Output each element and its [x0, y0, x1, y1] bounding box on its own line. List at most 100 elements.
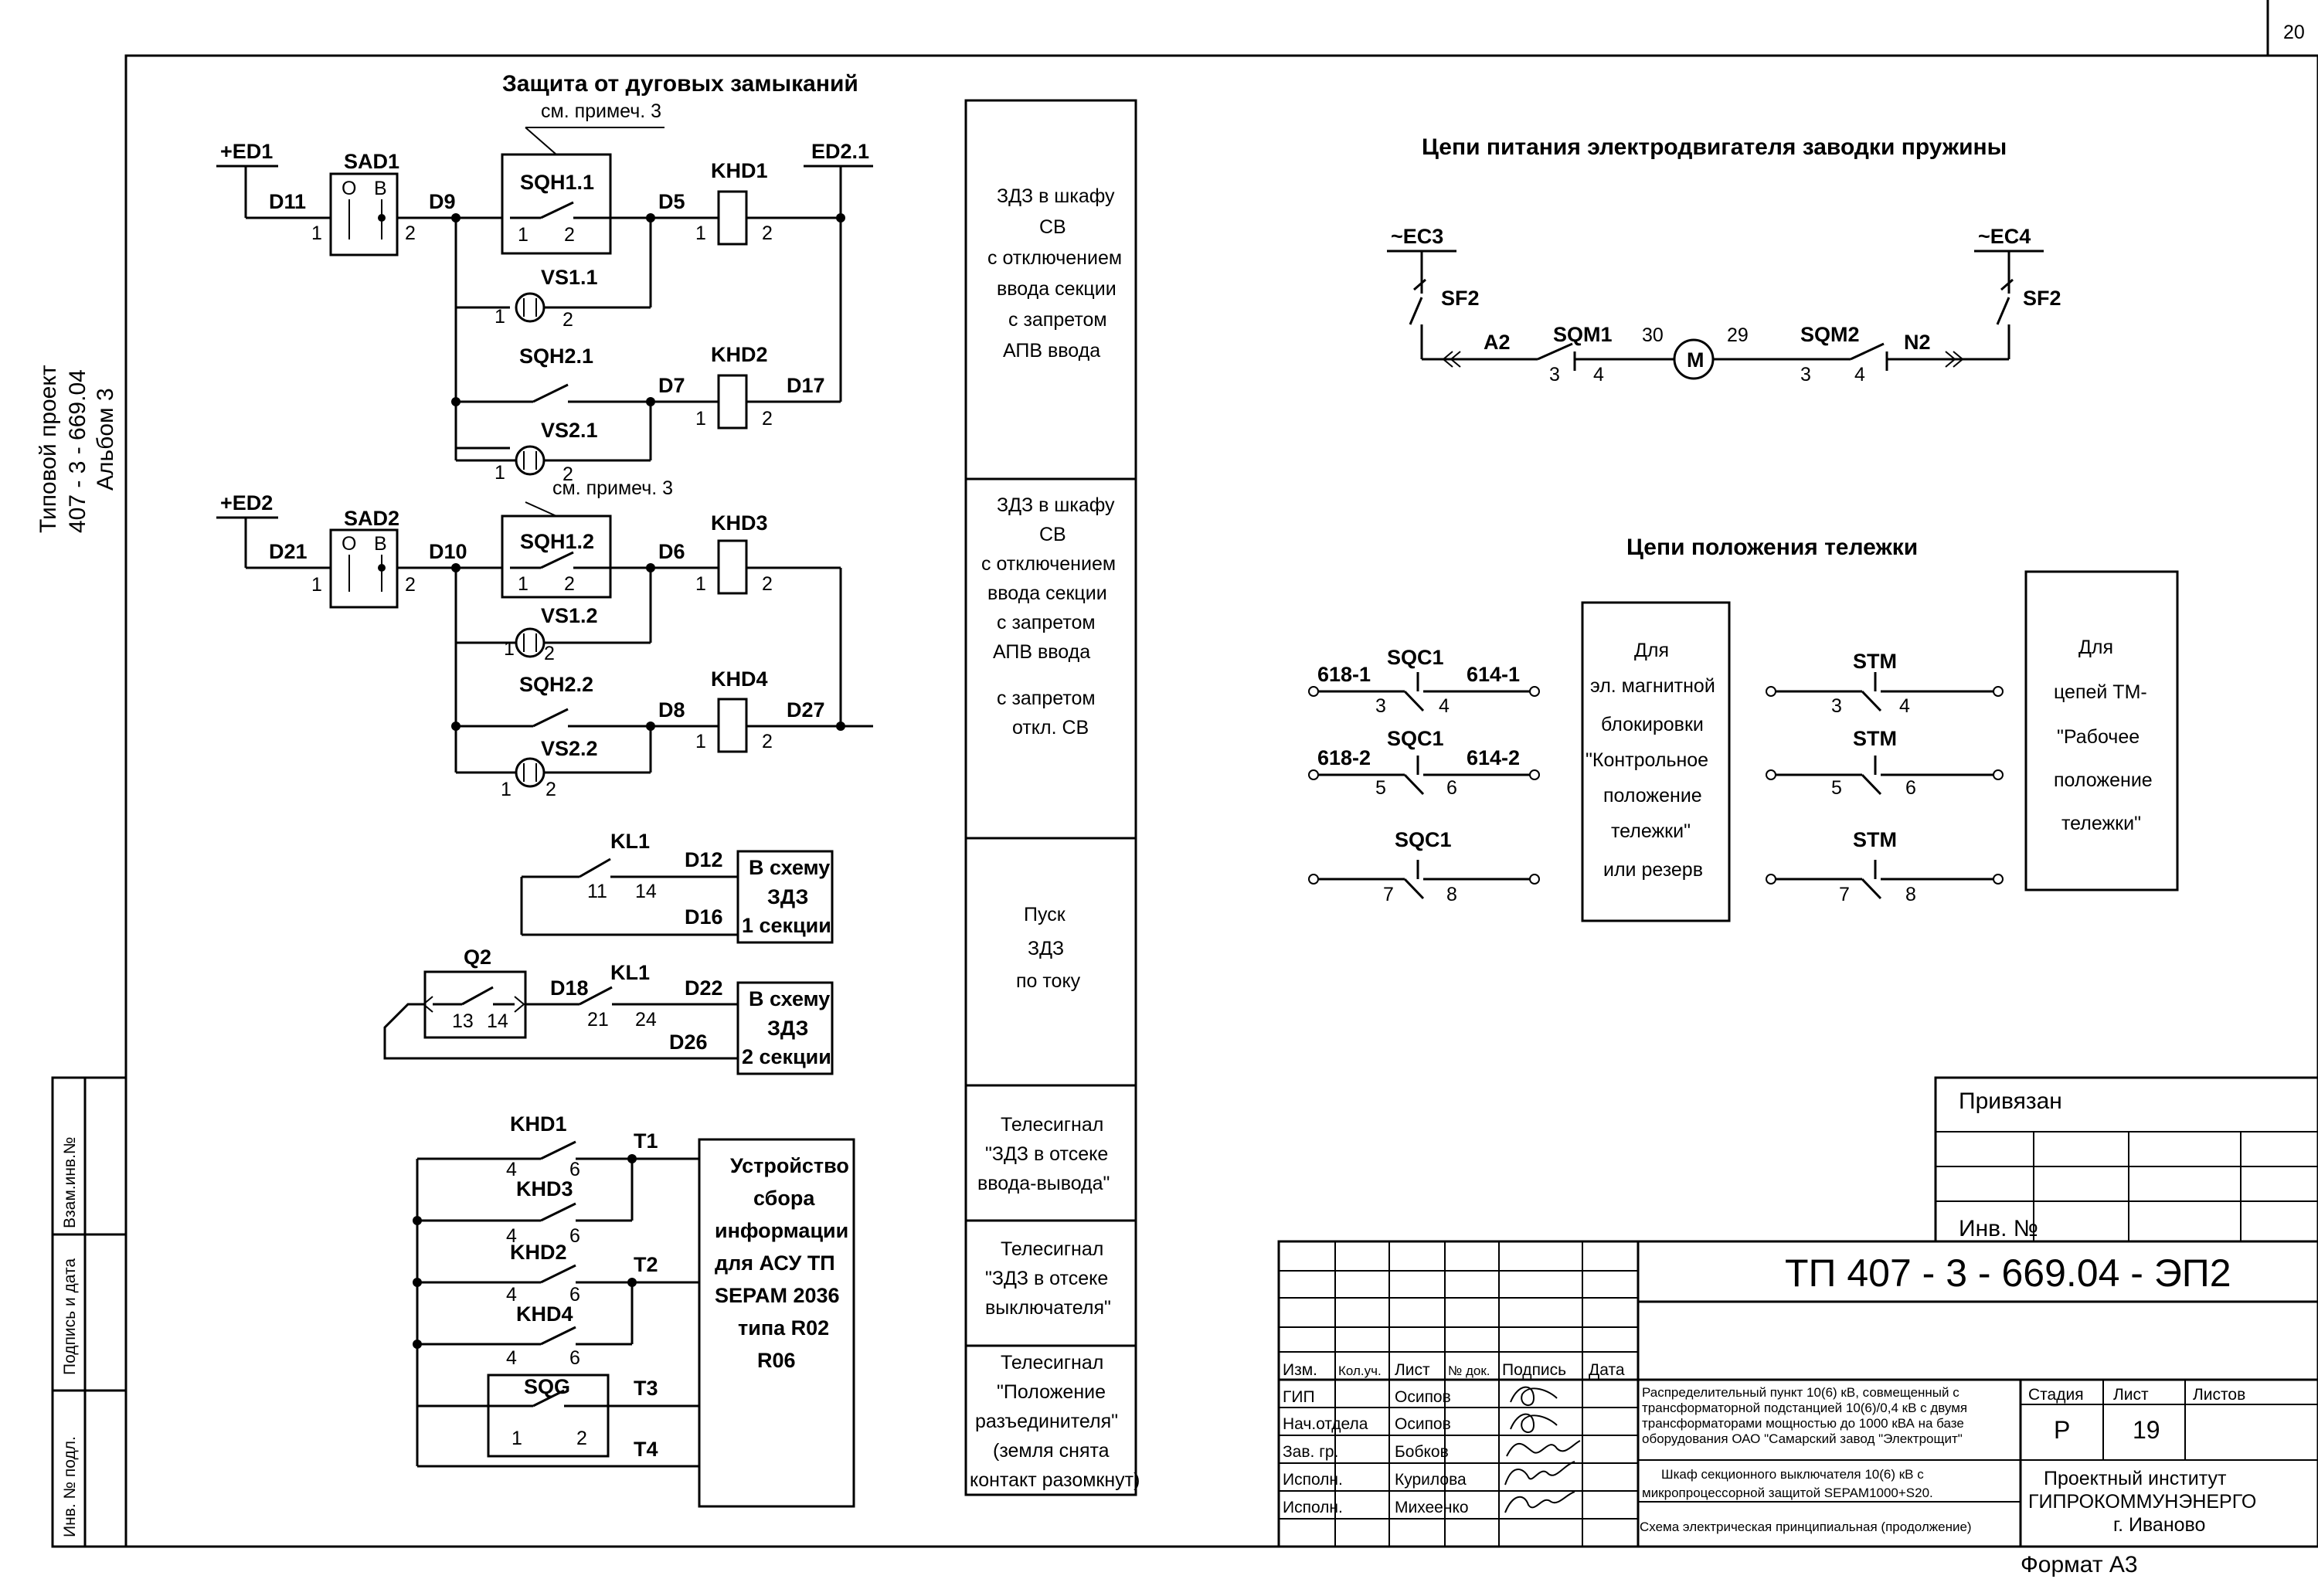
- text-stamp-names-4: Михеенко: [1395, 1499, 1469, 1516]
- box-to-zdz-2: [736, 981, 834, 1075]
- label-sqc1-c: SQC1: [1395, 828, 1452, 851]
- arc-note-2: см. примеч. 3: [552, 477, 673, 499]
- text-motor-n3: 3: [1549, 364, 1560, 385]
- label-stm-c: STM: [1853, 828, 1897, 851]
- cart-box-2: [2024, 570, 2179, 891]
- text-stamp-names-2: Бобков: [1395, 1443, 1449, 1461]
- signature-5: [1504, 1491, 1575, 1513]
- label-vs2-2: VS2.2: [541, 737, 598, 760]
- text-motor-n29: 29: [1727, 324, 1749, 346]
- label-d18: D18: [550, 976, 589, 1000]
- text-stamp-roles-2: Зав. гр.: [1283, 1443, 1338, 1461]
- text-stamp-h-izm: Изм.: [1283, 1361, 1317, 1379]
- text-kl-n14: 14: [487, 1010, 508, 1032]
- text-motor-n3: 3: [1800, 364, 1811, 385]
- text-tele-dev-l6: типа R02: [738, 1316, 829, 1340]
- text-stamp-desc2-0: Шкаф секционного выключателя 10(6) кВ с: [1661, 1467, 1924, 1482]
- sepam-device-box: [698, 1138, 855, 1508]
- privyazan-label: Привязан: [1959, 1088, 2062, 1114]
- text-stamp-roles-1: Нач.отдела: [1283, 1415, 1368, 1433]
- label-sqh1-1: SQH1.1: [520, 171, 594, 194]
- text-cart-n5: 5: [1375, 777, 1386, 799]
- label-sqg: SQG: [524, 1375, 570, 1398]
- text-cart-box1-2: блокировки: [1601, 714, 1704, 735]
- label-d26: D26: [669, 1031, 708, 1054]
- text-cart-box2-0: Для: [2078, 637, 2113, 658]
- label-sqm2: SQM2: [1800, 323, 1860, 346]
- side-inv-podl: Инв. № подл.: [61, 1436, 79, 1537]
- label-stm-b: STM: [1853, 727, 1897, 750]
- text-stamp-desc1-1: трансформаторной подстанцией 10(6)/0,4 к…: [1642, 1401, 1967, 1415]
- label-sqh2-1: SQH2.1: [519, 345, 593, 368]
- text-column-c2-5: АПВ ввода: [993, 641, 1090, 663]
- text-motor-n4: 4: [1593, 364, 1604, 385]
- arc-group-2: +ED2 D21 1 SAD2 О В 2 D10 SQH1.2 1 2 D6 …: [216, 491, 873, 800]
- switch-sad2: [329, 528, 399, 609]
- cart-title: Цепи положения тележки: [1626, 535, 1918, 560]
- label-sqc1-a: SQC1: [1387, 646, 1444, 669]
- label-khd2: KHD2: [711, 343, 768, 366]
- page-number: 20: [2283, 22, 2305, 43]
- text-motor-m: M: [1687, 348, 1705, 372]
- text-arc-n2: 2: [563, 309, 573, 331]
- text-kl-box1-l1: В схему: [749, 856, 830, 879]
- text-kl-box2-l1: В схему: [749, 987, 830, 1010]
- text-stamp-h-data: Дата: [1589, 1361, 1625, 1379]
- signature-2: [1510, 1413, 1558, 1433]
- text-stamp-desc1-0: Распределительный пункт 10(6) кВ, совмещ…: [1642, 1385, 1959, 1400]
- side-vz-inv: Взам.инв.№: [61, 1137, 79, 1228]
- project-line-2: 407 - 3 - 669.04: [65, 369, 90, 533]
- label-t1: T1: [634, 1129, 658, 1153]
- text-column-c1-0: ЗДЗ в шкафу: [997, 185, 1115, 207]
- text-column-c2-1: СВ: [1039, 524, 1066, 545]
- side-stamp: Взам.инв.№ Подпись и дата Инв. № подл.: [51, 1076, 127, 1548]
- text-stamp-roles-0: ГИП: [1283, 1388, 1315, 1406]
- text-tele-n2: 2: [576, 1428, 587, 1449]
- text-column-c6-3: (земля снята: [993, 1440, 1110, 1462]
- text-stamp-roles-4: Исполн.: [1283, 1499, 1343, 1516]
- text-column-c1-2: с отключением: [987, 247, 1122, 269]
- text-tele-n6: 6: [569, 1347, 580, 1369]
- text-stamp-desc1-2: трансформаторами мощностью до 1000 кВА н…: [1642, 1416, 1964, 1431]
- text-cart-box1-5: тележки": [1611, 820, 1691, 842]
- text-arc-b: В: [374, 178, 387, 199]
- text-arc-n1: 1: [495, 306, 505, 328]
- switch-sad1: [329, 172, 399, 256]
- text-stamp-h-list: Лист: [1395, 1361, 1430, 1379]
- text-column-c1-5: АПВ ввода: [1003, 340, 1100, 362]
- text-stamp-h-podp: Подпись: [1502, 1361, 1566, 1379]
- arc-title: Защита от дуговых замыканий: [502, 71, 858, 97]
- text-stamp-stadiya-v: Р: [2054, 1416, 2070, 1444]
- text-cart-w6182: 618-2: [1317, 746, 1371, 769]
- label-khd4-b: KHD4: [516, 1302, 573, 1326]
- text-tele-dev-l2: сбора: [753, 1187, 815, 1210]
- label-q2: Q2: [464, 946, 491, 969]
- text-stamp-names-3: Курилова: [1395, 1471, 1467, 1489]
- text-column-c4-1: "ЗДЗ в отсеке: [985, 1143, 1108, 1165]
- text-arc-n2: 2: [762, 408, 773, 430]
- text-kl-box2-l3: 2 секции: [742, 1045, 831, 1068]
- column-cell-2: ЗДЗ в шкафу СВ с отключением ввода секци…: [981, 494, 1116, 739]
- project-line-1: Типовой проект: [36, 365, 61, 533]
- label-stm-a: STM: [1853, 650, 1897, 673]
- arc-note-1: см. примеч. 3: [541, 100, 661, 122]
- text-cart-box1-1: эл. магнитной: [1590, 675, 1715, 697]
- text-tele-n6: 6: [569, 1159, 580, 1180]
- label-d27: D27: [787, 698, 825, 722]
- label-d10: D10: [429, 540, 467, 563]
- text-cart-n7: 7: [1839, 884, 1850, 905]
- text-column-c2-0: ЗДЗ в шкафу: [997, 494, 1115, 516]
- text-column-c4-2: ввода-вывода": [977, 1173, 1110, 1194]
- label-ec4: ~EC4: [1978, 225, 2031, 248]
- text-kl-n13: 13: [452, 1010, 474, 1032]
- text-tele-n6: 6: [569, 1284, 580, 1306]
- text-arc-n1: 1: [518, 573, 529, 595]
- signature-3: [1506, 1440, 1581, 1457]
- text-column-c5-1: "ЗДЗ в отсеке: [985, 1268, 1108, 1289]
- text-tele-dev-l7: R06: [757, 1349, 796, 1372]
- inv-no-label: Инв. №: [1959, 1216, 2038, 1241]
- column-cell-5: Телесигнал "ЗДЗ в отсеке выключателя": [985, 1238, 1111, 1319]
- column-cell-6: Телесигнал "Положение разъединителя" (зе…: [970, 1352, 1140, 1491]
- label-d8: D8: [658, 698, 685, 722]
